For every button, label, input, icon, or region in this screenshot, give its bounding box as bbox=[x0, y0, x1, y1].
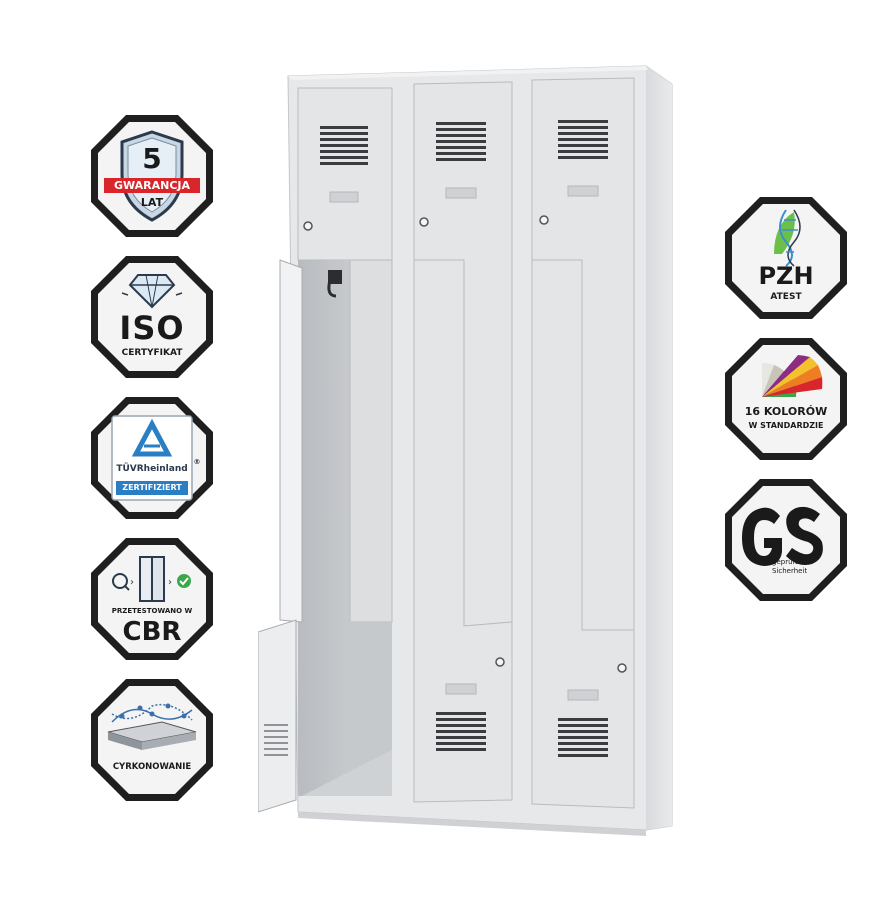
label-plate bbox=[329, 191, 359, 203]
locker-door-2-bottom[interactable] bbox=[413, 259, 513, 803]
locker-door-1-open-upper[interactable] bbox=[279, 259, 303, 623]
lock-icon[interactable] bbox=[617, 663, 627, 673]
pzh-title: PZH bbox=[758, 262, 814, 290]
dna-leaf-icon bbox=[774, 209, 801, 267]
iso-title: ISO bbox=[119, 309, 185, 347]
tuv-registered-mark: ® bbox=[193, 458, 201, 466]
octagon-frame bbox=[91, 256, 213, 378]
layer-coating-icon bbox=[107, 703, 197, 750]
vent-grille bbox=[264, 724, 288, 756]
warranty-years-number: 5 bbox=[142, 142, 162, 175]
vent-grille bbox=[436, 712, 486, 751]
pzh-sub: ATEST bbox=[770, 292, 802, 302]
locker-door-3-bottom[interactable] bbox=[531, 259, 635, 809]
cbr-title: CBR bbox=[122, 617, 182, 647]
vent-grille bbox=[558, 120, 608, 159]
coat-hook-icon bbox=[327, 270, 342, 298]
colors-sub: W STANDARDZIE bbox=[748, 421, 824, 430]
shield-icon bbox=[104, 130, 200, 222]
octagon-frame bbox=[91, 397, 213, 519]
badge-16-kolorow: 16 KOLORÓW W STANDARDZIE bbox=[722, 335, 850, 463]
gs-line2: Sicherheit bbox=[772, 567, 808, 575]
diamond-icon bbox=[121, 274, 183, 309]
locker-door-1-open-lower[interactable] bbox=[258, 619, 297, 813]
cyrkon-label: CYRKONOWANIE bbox=[112, 762, 192, 772]
label-plate bbox=[445, 187, 477, 199]
colors-title: 16 KOLORÓW bbox=[744, 405, 828, 418]
svg-text:›: › bbox=[168, 577, 172, 588]
label-plate bbox=[567, 185, 599, 197]
warranty-label: GWARANCJA bbox=[113, 179, 191, 192]
label-plate bbox=[567, 689, 599, 701]
vent-grille bbox=[320, 126, 368, 165]
lock-icon[interactable] bbox=[419, 217, 429, 227]
lock-icon[interactable] bbox=[495, 657, 505, 667]
svg-text:›: › bbox=[130, 577, 134, 588]
locker-door-1-top[interactable] bbox=[297, 87, 393, 261]
tuv-brand: TÜVRheinland bbox=[116, 464, 188, 474]
warranty-sub: LAT bbox=[140, 196, 164, 209]
cabinet-base bbox=[298, 812, 646, 836]
locker-cabinet bbox=[258, 65, 673, 836]
vent-grille bbox=[436, 122, 486, 161]
label-plate bbox=[445, 683, 477, 695]
lock-icon[interactable] bbox=[303, 221, 313, 231]
gs-mark-icon bbox=[742, 506, 823, 566]
locker-test-icon: › › bbox=[112, 556, 191, 602]
badge-cyrkonowanie: CYRKONOWANIE bbox=[88, 676, 216, 804]
iso-sub: CERTYFIKAT bbox=[121, 348, 183, 358]
vent-grille bbox=[558, 718, 608, 757]
color-fan-icon bbox=[762, 355, 823, 397]
tuv-triangle-icon bbox=[131, 418, 173, 457]
octagon-frame bbox=[725, 197, 847, 319]
badge-tuv: TÜVRheinland ® ZERTIFIZIERT bbox=[88, 394, 216, 522]
gs-line1: geprüfte bbox=[772, 558, 802, 566]
badge-cbr: › › PRZETESTOWANO W CBR bbox=[88, 535, 216, 663]
locker-door-1-upper-panel bbox=[349, 259, 393, 623]
lock-icon[interactable] bbox=[539, 215, 549, 225]
cabinet-side-panel bbox=[646, 66, 672, 830]
badge-gs: geprüfte Sicherheit bbox=[722, 476, 850, 604]
tuv-sub: ZERTIFIZIERT bbox=[122, 483, 182, 492]
badge-gwarancja: 5 GWARANCJA LAT bbox=[88, 112, 216, 240]
badge-pzh: PZH ATEST bbox=[722, 194, 850, 322]
badge-iso: ISO CERTYFIKAT bbox=[88, 253, 216, 381]
cbr-top: PRZETESTOWANO W bbox=[111, 607, 193, 615]
